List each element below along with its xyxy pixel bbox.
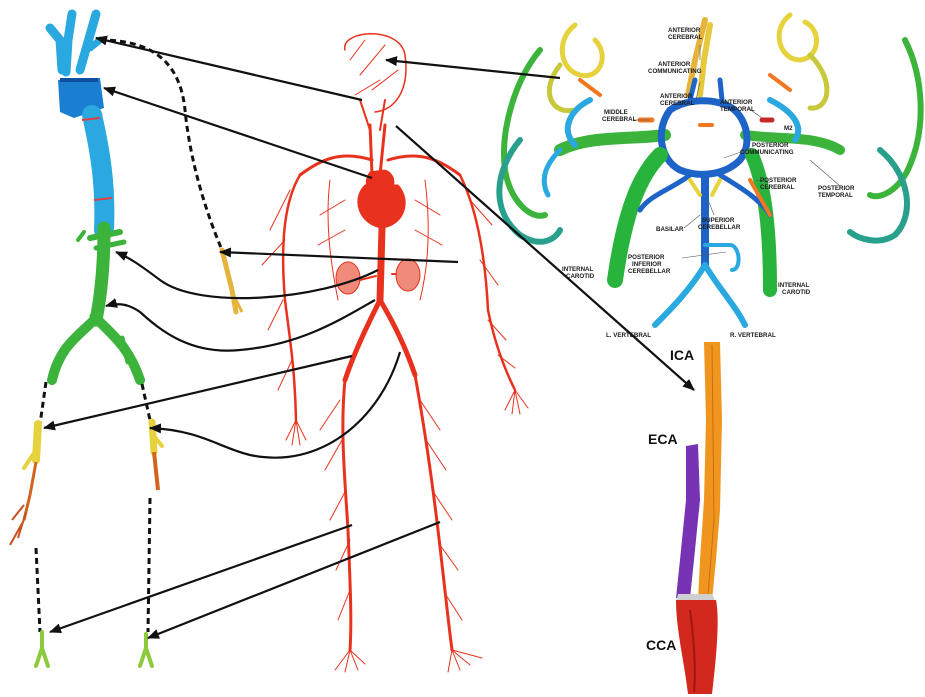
label-internal-carotid-left-1: INTERNAL bbox=[562, 266, 593, 273]
label-anterior-communicating-2: COMMUNICATING bbox=[648, 68, 702, 75]
label-posterior-cerebral-1: POSTERIOR bbox=[760, 177, 797, 184]
label-ica: ICA bbox=[670, 347, 694, 363]
label-anterior-communicating-1: ANTERIOR bbox=[658, 61, 691, 68]
label-r-vertebral: R. VERTEBRAL bbox=[730, 332, 776, 339]
label-anterior-cerebral-top-2: CEREBRAL bbox=[668, 34, 703, 41]
arrow-calf-right-to-foot-model bbox=[148, 522, 440, 638]
arrow-heart-to-arch-model bbox=[104, 88, 372, 178]
label-internal-carotid-left-2: CAROTID bbox=[566, 273, 595, 280]
label-posterior-communicating-1: POSTERIOR bbox=[752, 142, 789, 149]
label-superior-cerebellar-2: CEREBELLAR bbox=[698, 224, 741, 231]
label-posterior-inferior-cerebellar-1: POSTERIOR bbox=[628, 254, 665, 261]
label-posterior-temporal-1: POSTERIOR bbox=[818, 185, 855, 192]
label-posterior-inferior-cerebellar-2: INFERIOR bbox=[632, 261, 662, 268]
label-anterior-cerebral-top-1: ANTERIOR bbox=[668, 27, 701, 34]
label-basilar: BASILAR bbox=[656, 226, 684, 233]
svg-text:POSTERIORINFERIORCEREBELLAR: POSTERIORINFERIORCEREBELLAR bbox=[628, 254, 671, 275]
svg-text:POSTERIORTEMPORAL: POSTERIORTEMPORAL bbox=[818, 185, 855, 199]
arrow-thigh-right-to-model bbox=[150, 352, 400, 458]
label-posterior-inferior-cerebellar-3: CEREBELLAR bbox=[628, 268, 671, 275]
carotid-bifurcation-model: ICA ECA CCA bbox=[646, 342, 722, 694]
svg-text:ANTERIORTEMPORAL: ANTERIORTEMPORAL bbox=[720, 99, 755, 113]
arrow-thigh-left-to-model bbox=[44, 356, 352, 428]
label-anterior-temporal-2: TEMPORAL bbox=[720, 106, 755, 113]
label-posterior-temporal-2: TEMPORAL bbox=[818, 192, 853, 199]
svg-text:POSTERIORCEREBRAL: POSTERIORCEREBRAL bbox=[760, 177, 797, 191]
svg-text:INTERNALCAROTID: INTERNALCAROTID bbox=[778, 282, 811, 296]
label-anterior-cerebral-2: CEREBRAL bbox=[660, 100, 695, 107]
label-internal-carotid-right-2: CAROTID bbox=[782, 289, 811, 296]
label-m2: M2 bbox=[784, 125, 793, 132]
label-middle-cerebral-2: CEREBRAL bbox=[602, 116, 637, 123]
svg-text:SUPERIORCEREBELLAR: SUPERIORCEREBELLAR bbox=[698, 217, 741, 231]
label-anterior-cerebral-1: ANTERIOR bbox=[660, 93, 693, 100]
svg-text:MIDDLECEREBRAL: MIDDLECEREBRAL bbox=[602, 109, 637, 123]
one-d-arterial-model bbox=[10, 14, 242, 666]
label-internal-carotid-right-1: INTERNAL bbox=[778, 282, 809, 289]
arrow-head-to-neck-model bbox=[96, 38, 362, 100]
label-posterior-cerebral-2: CEREBRAL bbox=[760, 184, 795, 191]
svg-text:ANTERIORCEREBRAL: ANTERIORCEREBRAL bbox=[660, 93, 695, 107]
label-superior-cerebellar-1: SUPERIOR bbox=[702, 217, 735, 224]
label-anterior-temporal-1: ANTERIOR bbox=[720, 99, 753, 106]
circle-of-willis-model bbox=[499, 15, 920, 325]
label-eca: ECA bbox=[648, 431, 678, 447]
svg-text:ANTERIORCEREBRAL: ANTERIORCEREBRAL bbox=[668, 27, 703, 41]
label-cca: CCA bbox=[646, 637, 676, 653]
label-middle-cerebral-1: MIDDLE bbox=[604, 109, 628, 116]
arrow-arm-to-hand-model bbox=[220, 252, 458, 262]
label-posterior-communicating-2: COMMUNICATING bbox=[740, 149, 794, 156]
